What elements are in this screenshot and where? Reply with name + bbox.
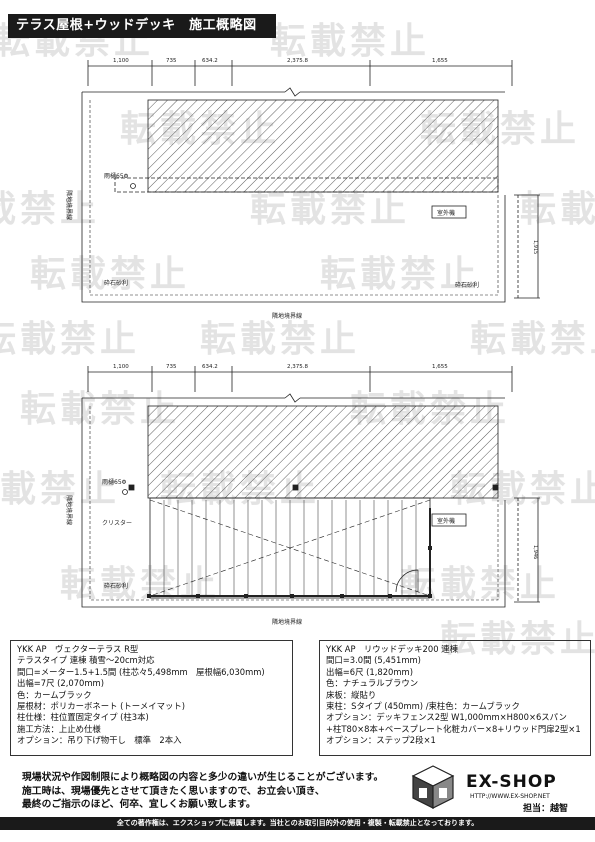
plan-bottom: 1,100 735 634.2 2,375.8 1,655: [65, 364, 540, 626]
page-title: テラス屋根+ウッドデッキ 施工概略図: [8, 14, 276, 38]
spec-line: オプション：ステップ2段×1: [326, 735, 436, 746]
spec-line: 束柱：Sタイプ (450mm) /束柱色：カームブラック: [326, 701, 520, 712]
gate-swing: [395, 569, 419, 593]
house-hatched: [147, 99, 499, 193]
staff-label: 担当：越智: [523, 804, 569, 814]
boundary-label: 隣地境界線: [272, 618, 302, 626]
spec-line: 色：ナチュラルブラウン: [326, 678, 419, 689]
boundary-label: 隣地境界線: [65, 495, 73, 525]
dim-label: 1,655: [432, 364, 448, 370]
gravel-label: 砕石砂利: [455, 281, 479, 289]
dim-label: 1,100: [113, 58, 129, 64]
terrace-post: [492, 484, 499, 491]
outdoor-unit-box: [431, 205, 467, 219]
dim-label: 634.2: [202, 364, 218, 370]
notice-line: 現場状況や作図制限により概略図の内容と多少の違いが生じることがございます。: [22, 772, 384, 783]
outdoor-unit-label: 室外機: [437, 209, 455, 217]
dim-label: 1,915: [532, 240, 538, 254]
plan-top: 1,100 735 634.2 2,375.8 1,655 雨樋65Φ 室外機 …: [65, 58, 540, 320]
dim-label: 634.2: [202, 58, 218, 64]
lot-boundary: [81, 92, 506, 303]
spec-line: 柱仕様：柱位置固定タイプ (柱3本): [17, 712, 149, 723]
dim-label: 735: [166, 58, 177, 64]
dim-label: 2,375.8: [287, 364, 308, 370]
dim-label: 1,100: [113, 364, 129, 370]
spec-line: 出幅=7尺 (2,070mm): [17, 678, 104, 689]
outdoor-unit-box: [431, 513, 467, 527]
house-hatched: [147, 405, 499, 499]
spec-line: YKK AP ヴェクターテラス R型: [17, 644, 139, 654]
downspout-icon: [130, 183, 136, 189]
dim-label: 735: [166, 364, 177, 370]
brand-name: EX-SHOP: [466, 772, 557, 792]
spec-line: 床板：縦貼り: [326, 689, 377, 700]
spec-line: テラスタイプ 連棟 積雪～20cm対応: [17, 655, 155, 666]
rain-gutter-label: 雨樋65Φ: [102, 478, 127, 486]
spec-line: 屋根材：ポリカーボネート (トーメイマット): [17, 701, 185, 712]
deck-boards: [163, 500, 417, 596]
boundary-label: 隣地境界線: [272, 312, 302, 320]
terrace-post: [292, 484, 299, 491]
spec-line: オプション：デッキフェンス2型 W1,000mm×H800×6スパン: [326, 712, 567, 723]
notice-line: 施工時は、現場優先とさせて頂きたく思いますので、お立会い頂き、: [22, 785, 325, 797]
copyright-footer: 全ての著作権は、エクスショップに帰属します。当社とのお取引目的外の使用・複製・転…: [0, 817, 595, 830]
boundary-label: 隣地境界線: [65, 190, 73, 220]
lot-boundary: [81, 398, 506, 608]
spec-line: 施工方法：上止め仕様: [17, 723, 101, 734]
dim-label: 1,946: [532, 545, 538, 559]
dimension-line: [87, 366, 513, 392]
gravel-label: 砕石砂利: [104, 582, 128, 590]
terrace-spec-box: YKK AP ヴェクターテラス R型 テラスタイプ 連棟 積雪～20cm対応 間…: [10, 640, 293, 756]
gravel-label: 砕石砂利: [104, 279, 128, 287]
spec-line: 出幅=6尺 (1,820mm): [326, 666, 413, 677]
spec-line: 間口=3.0間 (5,451mm): [326, 655, 421, 666]
crisscross-label: クリスター: [102, 519, 132, 527]
spec-line: YKK AP リウッドデッキ200 連棟: [326, 644, 458, 654]
dim-label: 2,375.8: [287, 58, 308, 64]
deck-spec-box: YKK AP リウッドデッキ200 連棟 間口=3.0間 (5,451mm) 出…: [319, 640, 591, 756]
spec-line: オプション：吊り下げ物干し 標準 2本入: [17, 735, 182, 746]
dim-label: 1,655: [432, 58, 448, 64]
dimension-line: [87, 60, 513, 86]
outdoor-unit-label: 室外機: [437, 517, 455, 525]
notice-text: 現場状況や作図制限により概略図の内容と多少の違いが生じることがございます。 施工…: [22, 771, 402, 812]
fence-posts: [147, 546, 432, 598]
downspout-icon: [122, 489, 128, 495]
spec-line: +柱T80×8本+ベースプレート化粧カバー×8+リウッド門扉2型×1: [326, 723, 581, 734]
rain-gutter-label: 雨樋65Φ: [104, 172, 129, 180]
notice-line: 最終のご指示のほど、何卒、宜しくお願い致します。: [22, 799, 256, 810]
terrace-post: [128, 484, 135, 491]
spec-line: 間口=メーター1.5+1.5間 (柱芯々5,498mm 屋根幅6,030mm): [17, 666, 265, 677]
brand-url[interactable]: HTTP://WWW.EX-SHOP.NET: [470, 793, 550, 800]
spec-line: 色：カームブラック: [17, 689, 92, 700]
exshop-logo-icon: [411, 765, 455, 809]
construction-drawing: 1,100 735 634.2 2,375.8 1,655 雨樋65Φ 室外機 …: [65, 58, 540, 626]
